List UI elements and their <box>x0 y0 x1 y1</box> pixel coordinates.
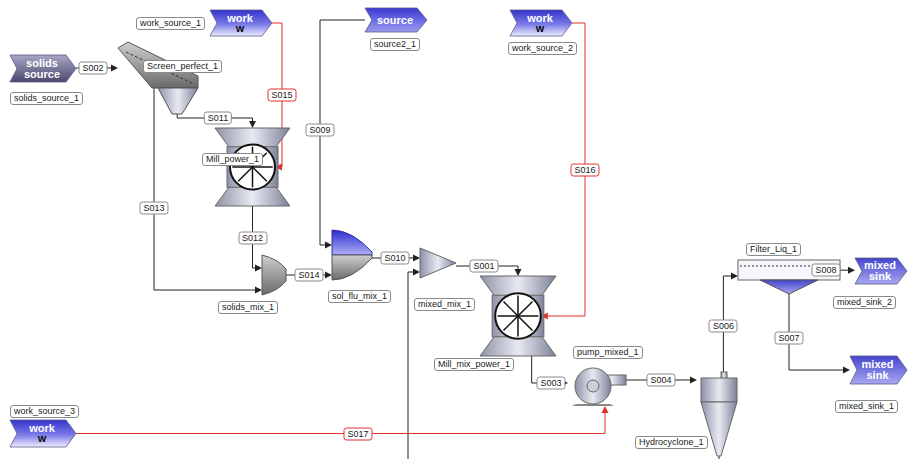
unit-name: Hydrocyclone_1 <box>635 436 708 449</box>
stream-label: S015 <box>267 89 296 102</box>
stream-label: S009 <box>305 124 334 137</box>
block-text: source <box>377 15 413 26</box>
unit-name: Mill_mix_power_1 <box>434 358 514 371</box>
unit-name: mixed_sink_1 <box>835 400 898 413</box>
unit-name: Mill_power_1 <box>202 153 263 166</box>
stream-label: S012 <box>238 232 267 245</box>
unit-name: work_source_1 <box>136 17 205 30</box>
pump-unit: pump_mixed_1 <box>568 360 626 406</box>
stream-label: S006 <box>709 320 738 333</box>
stream-label: S007 <box>774 332 803 345</box>
block-text: W <box>236 24 245 34</box>
unit-name: sol_flu_mix_1 <box>328 290 391 303</box>
unit-name: work_source_3 <box>10 405 79 418</box>
stream-label: S003 <box>536 377 565 390</box>
block-text: work <box>227 13 253 24</box>
stream-label: S010 <box>380 252 409 265</box>
unit-name: Filter_Liq_1 <box>746 243 801 256</box>
unit-name: Screen_perfect_1 <box>143 60 222 73</box>
stream-label: S016 <box>570 164 599 177</box>
mill-unit: Mill_mix_power_1 <box>480 276 556 356</box>
stream-label: S002 <box>78 62 107 75</box>
block-text: solids source <box>16 58 68 80</box>
stream-label: S014 <box>294 269 323 282</box>
mixer-unit: solids_mix_1 <box>262 255 286 295</box>
block-text: mixed sink <box>861 260 899 282</box>
source-block: sourcesource2_1 <box>365 8 427 32</box>
stream-label: S013 <box>139 202 168 215</box>
mixer-unit: mixed_mix_1 <box>420 248 456 278</box>
unit-symbol <box>118 42 198 114</box>
unit-symbol <box>332 230 372 280</box>
mill-unit: Mill_power_1 <box>215 128 290 206</box>
work-source: workWwork_source_2 <box>510 10 572 36</box>
stream-label: S011 <box>204 112 232 125</box>
block-text: mixed sink <box>856 359 899 381</box>
unit-symbol <box>420 248 456 278</box>
block-text: W <box>38 434 47 444</box>
sink-block: mixed sinkmixed_sink_1 <box>850 356 907 384</box>
unit-name: source2_1 <box>370 38 420 51</box>
unit-symbol <box>568 360 626 406</box>
hydrocyclone-unit: Hydrocyclone_1 <box>697 372 741 456</box>
material-stream <box>840 267 855 274</box>
stream-label: S017 <box>343 427 372 440</box>
source-block: solids sourcesolids_source_1 <box>10 55 76 82</box>
unit-name: mixed_mix_1 <box>414 298 475 311</box>
work-source: workWwork_source_1 <box>210 10 272 36</box>
sink-block: mixed sinkmixed_sink_2 <box>855 258 907 284</box>
mixer-unit: sol_flu_mix_1 <box>332 230 372 280</box>
unit-symbol <box>480 276 556 356</box>
unit-symbol <box>215 128 290 206</box>
unit-name: solids_mix_1 <box>218 301 278 314</box>
block-text: work <box>29 423 55 434</box>
stream-label: S008 <box>811 264 840 277</box>
unit-name: mixed_sink_2 <box>833 296 896 309</box>
unit-symbol <box>262 255 286 295</box>
stream-label: S001 <box>469 260 498 273</box>
block-text: W <box>536 24 545 34</box>
stream-label: S004 <box>646 374 675 387</box>
block-text: work <box>527 13 553 24</box>
work-source: workWwork_source_3 <box>10 420 76 447</box>
screen-unit: Screen_perfect_1 <box>118 42 198 114</box>
work-stream <box>76 406 609 434</box>
unit-name: work_source_2 <box>508 42 577 55</box>
unit-name: solids_source_1 <box>10 92 83 105</box>
unit-name: pump_mixed_1 <box>573 346 643 359</box>
